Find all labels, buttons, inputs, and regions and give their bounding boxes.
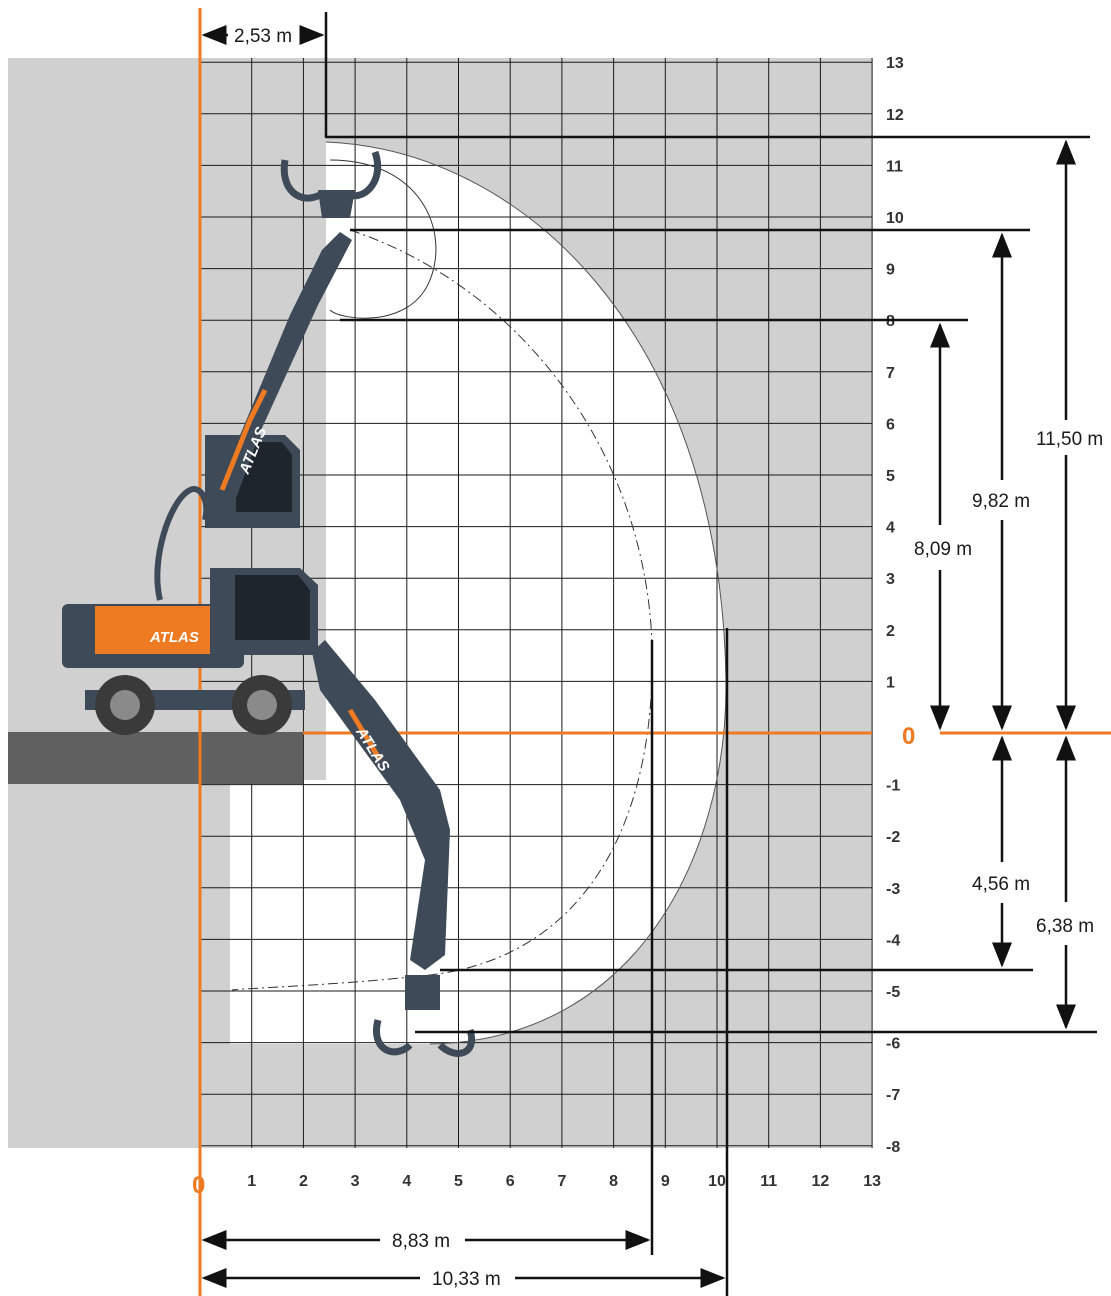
y-tick-label: 6: [886, 416, 895, 433]
y-tick-label: 1: [886, 674, 895, 691]
dim-reach-1-label: 8,83 m: [392, 1231, 450, 1252]
y-tick-label: -2: [886, 829, 900, 846]
x-tick-label: 8: [609, 1173, 618, 1190]
x-tick-label: 1: [247, 1173, 256, 1190]
y-tick-label: -7: [886, 1087, 900, 1104]
x-tick-label: 3: [351, 1173, 360, 1190]
x-tick-label: 13: [863, 1173, 881, 1190]
y-tick-label: -4: [886, 932, 900, 949]
y-tick-label: -5: [886, 984, 900, 1001]
y-tick-label: 12: [886, 107, 904, 124]
x-tick-label: 7: [557, 1173, 566, 1190]
y-tick-label: -1: [886, 778, 900, 795]
reach-curve-outer: [325, 141, 727, 1045]
dimension-lines: [324, 12, 1097, 1296]
x-tick-label: 2: [299, 1173, 308, 1190]
dim-depth-2-label: 6,38 m: [1036, 916, 1094, 937]
origin-x-label: 0: [192, 1172, 205, 1199]
x-tick-label: 12: [812, 1173, 830, 1190]
reach-curve-grapple: [329, 159, 437, 319]
dim-height-3-label: 8,09 m: [914, 539, 972, 560]
y-tick-label: 8: [886, 313, 895, 330]
x-tick-label: 4: [402, 1173, 411, 1190]
x-tick-label: 11: [760, 1173, 777, 1190]
y-tick-label: 11: [886, 158, 903, 175]
y-tick-label: 9: [886, 262, 895, 279]
x-tick-label: 10: [708, 1173, 726, 1190]
dimension-arrows: [201, 25, 1076, 1288]
brand-label-lower: ATLAS: [149, 629, 199, 646]
y-tick-label: 2: [886, 623, 895, 640]
working-area: [230, 142, 727, 1044]
y-tick-label: -3: [886, 881, 900, 898]
dim-max-height-label: 11,50 m: [1036, 429, 1103, 450]
machine-lower-position: [62, 568, 476, 1057]
x-tick-label: 9: [661, 1173, 670, 1190]
y-tick-label: 3: [886, 571, 895, 588]
y-tick-label: -6: [886, 1036, 900, 1053]
y-tick-label: 4: [886, 520, 895, 537]
origin-y-label: 0: [902, 723, 915, 750]
x-tick-label: 5: [454, 1173, 463, 1190]
reach-curve-inner: [231, 229, 653, 991]
y-tick-label: 13: [886, 55, 904, 72]
machine-upper-position: [154, 150, 382, 601]
ground-platform: [8, 732, 303, 784]
y-tick-label: 5: [886, 468, 895, 485]
y-tick-label: 10: [886, 210, 904, 227]
y-tick-label: -8: [886, 1139, 900, 1156]
y-axis-ticks: 13 12 11 10 9 8 7 6 5 4 3 2 1 -1 -2 -3 -4 -5 -6 -7 -8: [886, 55, 904, 1156]
x-tick-label: 6: [506, 1173, 515, 1190]
dim-offset-label: 2,53 m: [234, 26, 292, 47]
dim-reach-2-label: 10,33 m: [432, 1269, 501, 1290]
dim-depth-1-label: 4,56 m: [972, 874, 1030, 895]
dim-height-2-label: 9,82 m: [972, 491, 1030, 512]
y-tick-label: 7: [886, 365, 895, 382]
